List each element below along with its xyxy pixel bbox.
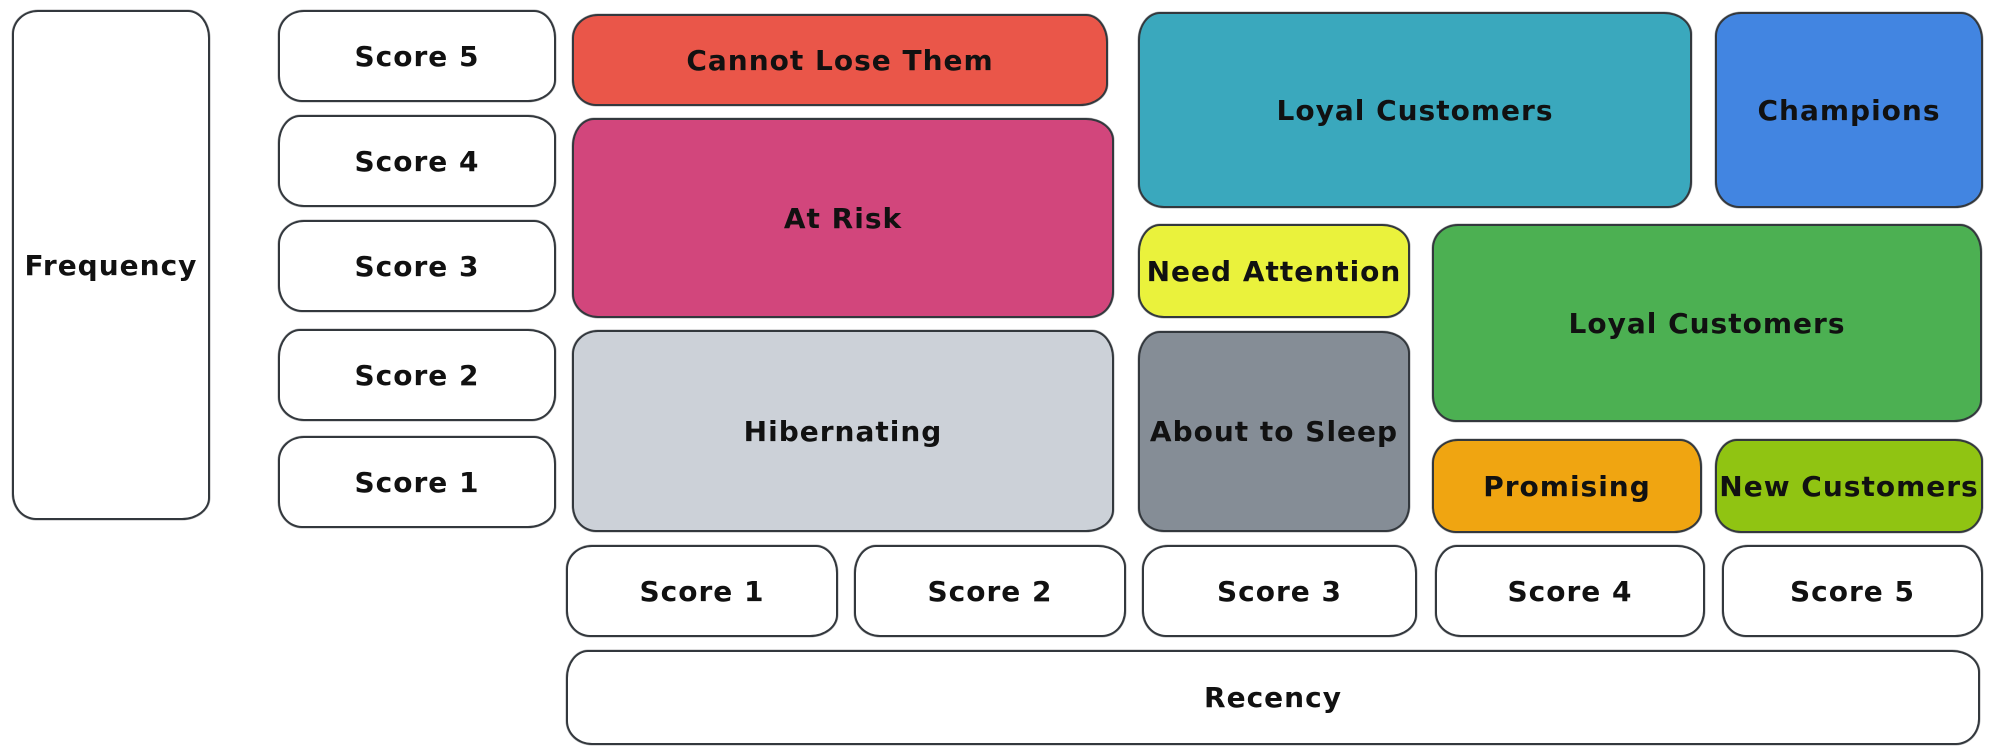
segment-hibernating: Hibernating bbox=[572, 330, 1114, 532]
recency-score-3: Score 3 bbox=[1142, 545, 1417, 637]
frequency-score-3: Score 3 bbox=[278, 220, 556, 312]
recency-score-2: Score 2 bbox=[854, 545, 1126, 637]
recency-score-4: Score 4 bbox=[1435, 545, 1705, 637]
segment-about-to-sleep: About to Sleep bbox=[1138, 331, 1410, 532]
frequency-axis-label: Frequency bbox=[12, 10, 210, 520]
segment-cannot-lose-them: Cannot Lose Them bbox=[572, 14, 1108, 106]
segment-promising: Promising bbox=[1432, 439, 1702, 533]
segment-need-attention: Need Attention bbox=[1138, 224, 1410, 318]
segment-champions: Champions bbox=[1715, 12, 1983, 208]
segment-new-customers: New Customers bbox=[1715, 439, 1983, 533]
recency-score-5: Score 5 bbox=[1722, 545, 1983, 637]
frequency-score-5: Score 5 bbox=[278, 10, 556, 102]
frequency-score-1: Score 1 bbox=[278, 436, 556, 528]
frequency-score-4: Score 4 bbox=[278, 115, 556, 207]
recency-score-1: Score 1 bbox=[566, 545, 838, 637]
frequency-score-2: Score 2 bbox=[278, 329, 556, 421]
segment-loyal-customers-top: Loyal Customers bbox=[1138, 12, 1692, 208]
segment-loyal-customers-mid: Loyal Customers bbox=[1432, 224, 1982, 422]
recency-axis-label: Recency bbox=[566, 650, 1980, 745]
segment-at-risk: At Risk bbox=[572, 118, 1114, 318]
